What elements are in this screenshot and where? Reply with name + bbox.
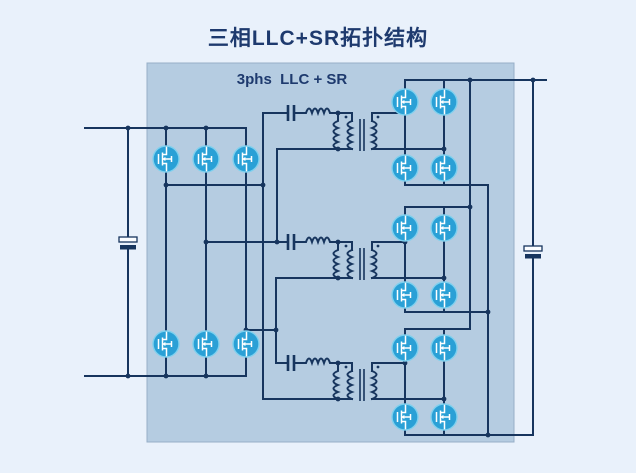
mosfet-icon bbox=[192, 330, 220, 358]
mosfet-icon bbox=[152, 145, 180, 173]
output-rail bbox=[523, 79, 543, 436]
mosfet-icon bbox=[391, 334, 419, 362]
llc-tank-2 bbox=[286, 234, 445, 280]
page-title: 三相LLC+SR拓扑结构 bbox=[207, 27, 429, 50]
transformer-1 bbox=[344, 115, 380, 151]
mosfet-icon bbox=[232, 145, 260, 173]
transformer-3 bbox=[344, 365, 380, 401]
output-capacitor bbox=[523, 245, 543, 259]
mosfet-icon bbox=[391, 281, 419, 309]
panel-label: 3phs LLC + SR bbox=[236, 71, 348, 88]
mosfet-icon bbox=[430, 88, 458, 116]
mosfet-icon bbox=[391, 88, 419, 116]
llc-tank-1 bbox=[286, 105, 445, 151]
transformer-2 bbox=[344, 244, 380, 280]
mosfet-icon bbox=[192, 145, 220, 173]
mosfet-icon bbox=[430, 403, 458, 431]
mosfet-icon bbox=[430, 281, 458, 309]
mosfet-icon bbox=[152, 330, 180, 358]
circuit-panel bbox=[146, 62, 515, 443]
mosfet-icon bbox=[391, 154, 419, 182]
input-capacitor bbox=[118, 236, 138, 250]
mosfet-icon bbox=[391, 403, 419, 431]
mosfet-icon bbox=[430, 154, 458, 182]
junction-dots bbox=[125, 77, 536, 438]
mosfet-icon bbox=[430, 334, 458, 362]
mosfet-icon bbox=[430, 214, 458, 242]
mosfet-icon bbox=[391, 214, 419, 242]
llc-tank-3 bbox=[286, 355, 445, 401]
mosfet-icon bbox=[232, 330, 260, 358]
